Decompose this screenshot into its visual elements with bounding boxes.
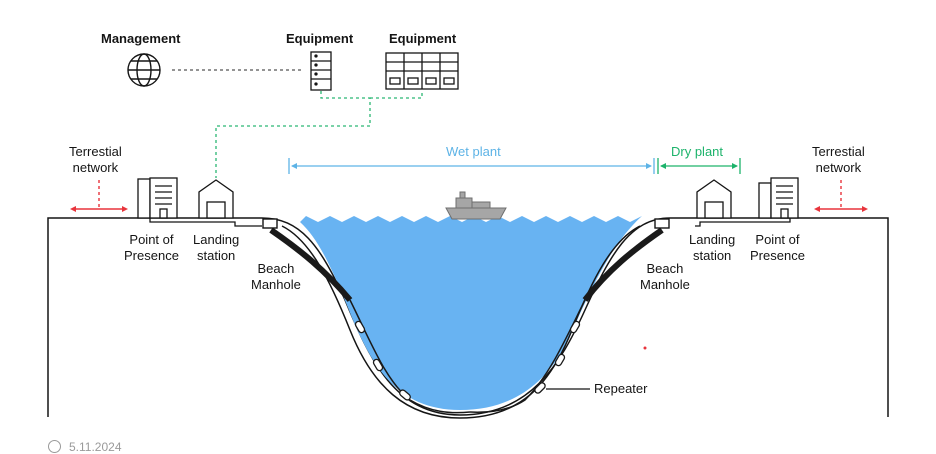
equipment-link-rack <box>370 90 423 99</box>
marker-dot <box>643 346 647 350</box>
footer-date-text: 5.11.2024 <box>69 440 122 454</box>
dry-plant-span <box>657 158 741 174</box>
label-landing-left: Landing station <box>193 232 240 263</box>
server-icon <box>310 51 332 91</box>
label-terrestial-right: Terrestial network <box>812 144 865 175</box>
warehouse-icon <box>198 179 234 219</box>
ship-icon <box>445 191 507 220</box>
label-equipment-rack: Equipment <box>389 31 457 46</box>
label-wet-plant: Wet plant <box>446 144 501 159</box>
building-icon <box>137 177 178 219</box>
label-beach-left: Beach Manhole <box>251 261 301 292</box>
wet-plant-span <box>288 158 655 174</box>
terrestrial-arrow-right <box>814 180 868 212</box>
label-pop-left: Point of Presence <box>124 232 179 263</box>
beach-manhole-right <box>654 218 670 229</box>
clock-icon <box>48 440 61 453</box>
globe-icon <box>127 53 161 87</box>
label-management: Management <box>101 31 181 46</box>
building-icon <box>758 177 799 219</box>
label-repeater: Repeater <box>594 381 648 396</box>
footer-date: 5.11.2024 <box>48 440 122 454</box>
label-pop-right: Point of Presence <box>750 232 805 263</box>
label-equipment-server: Equipment <box>286 31 354 46</box>
equipment-link <box>215 91 371 178</box>
beach-manhole-left <box>262 218 278 229</box>
label-dry-plant: Dry plant <box>671 144 724 159</box>
warehouse-icon <box>696 179 732 219</box>
label-terrestial-left: Terrestial network <box>69 144 122 175</box>
label-beach-right: Beach Manhole <box>640 261 690 292</box>
cable-left-shore <box>269 227 353 302</box>
equipment-rack-icon <box>385 52 459 90</box>
label-landing-right: Landing station <box>689 232 736 263</box>
terrestrial-arrow-left <box>70 180 128 212</box>
sea <box>300 216 642 410</box>
repeater-icon <box>354 320 581 401</box>
seabed <box>47 217 889 417</box>
cable-right-shore <box>582 227 664 302</box>
